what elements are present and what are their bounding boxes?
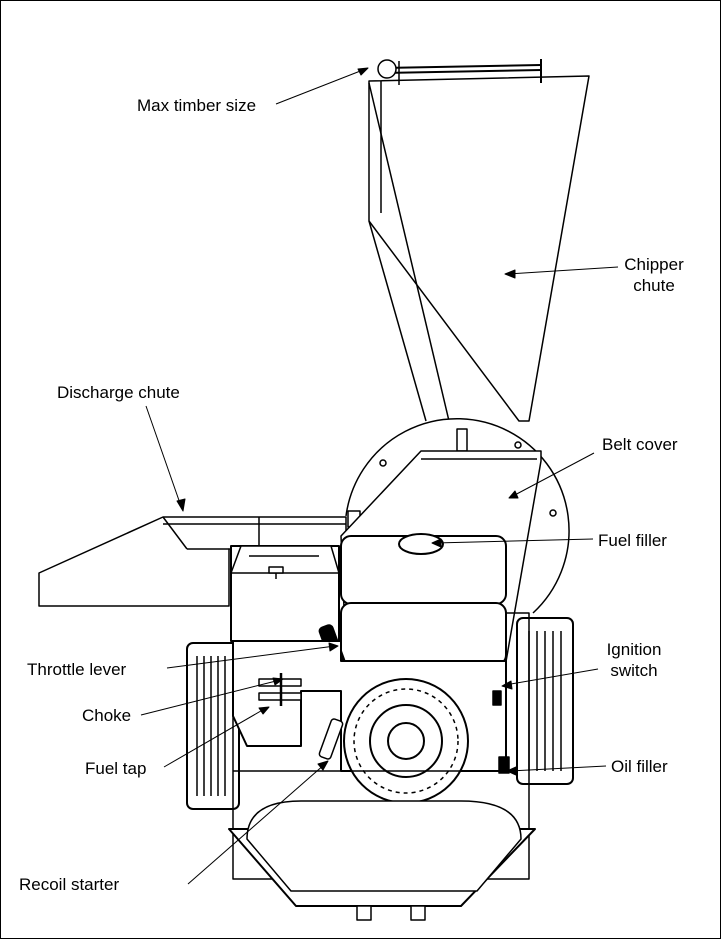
leader-ignition-switch bbox=[504, 668, 599, 686]
label-fuel-tap: Fuel tap bbox=[85, 759, 147, 778]
label-oil-filler: Oil filler bbox=[611, 757, 668, 776]
base-frame-drawing bbox=[228, 612, 536, 921]
leader-belt-cover bbox=[510, 452, 595, 498]
leader-lines bbox=[140, 67, 619, 885]
label-chipper-chute: Chipper chute bbox=[621, 254, 687, 296]
leader-recoil-starter bbox=[187, 763, 326, 885]
label-recoil-starter: Recoil starter bbox=[19, 875, 120, 894]
label-ignition-switch: Ignition switch bbox=[602, 639, 666, 681]
leader-oil-filler bbox=[509, 765, 607, 772]
label-max-timber-size: Max timber size bbox=[137, 96, 257, 115]
leader-discharge-chute bbox=[145, 405, 183, 510]
leader-fuel-filler bbox=[434, 538, 594, 544]
leader-chipper-chute bbox=[507, 266, 619, 275]
label-chipper-chute-line1: Chipper bbox=[624, 255, 684, 274]
leader-max-timber bbox=[275, 67, 369, 105]
label-discharge-chute: Discharge chute bbox=[57, 383, 180, 402]
label-belt-cover: Belt cover bbox=[602, 435, 678, 454]
label-choke: Choke bbox=[82, 706, 132, 725]
engine-drawing bbox=[230, 533, 510, 804]
chipper-chute-drawing bbox=[368, 59, 590, 422]
leader-choke bbox=[140, 679, 281, 716]
label-fuel-filler: Fuel filler bbox=[598, 531, 667, 550]
label-ignition-switch-line1: Ignition bbox=[606, 640, 662, 659]
label-ignition-switch-line2: switch bbox=[610, 661, 658, 680]
label-chipper-chute-line2: chute bbox=[633, 276, 675, 295]
leader-fuel-tap bbox=[163, 707, 267, 768]
label-throttle-lever: Throttle lever bbox=[27, 660, 127, 679]
leader-throttle-lever bbox=[166, 645, 336, 669]
